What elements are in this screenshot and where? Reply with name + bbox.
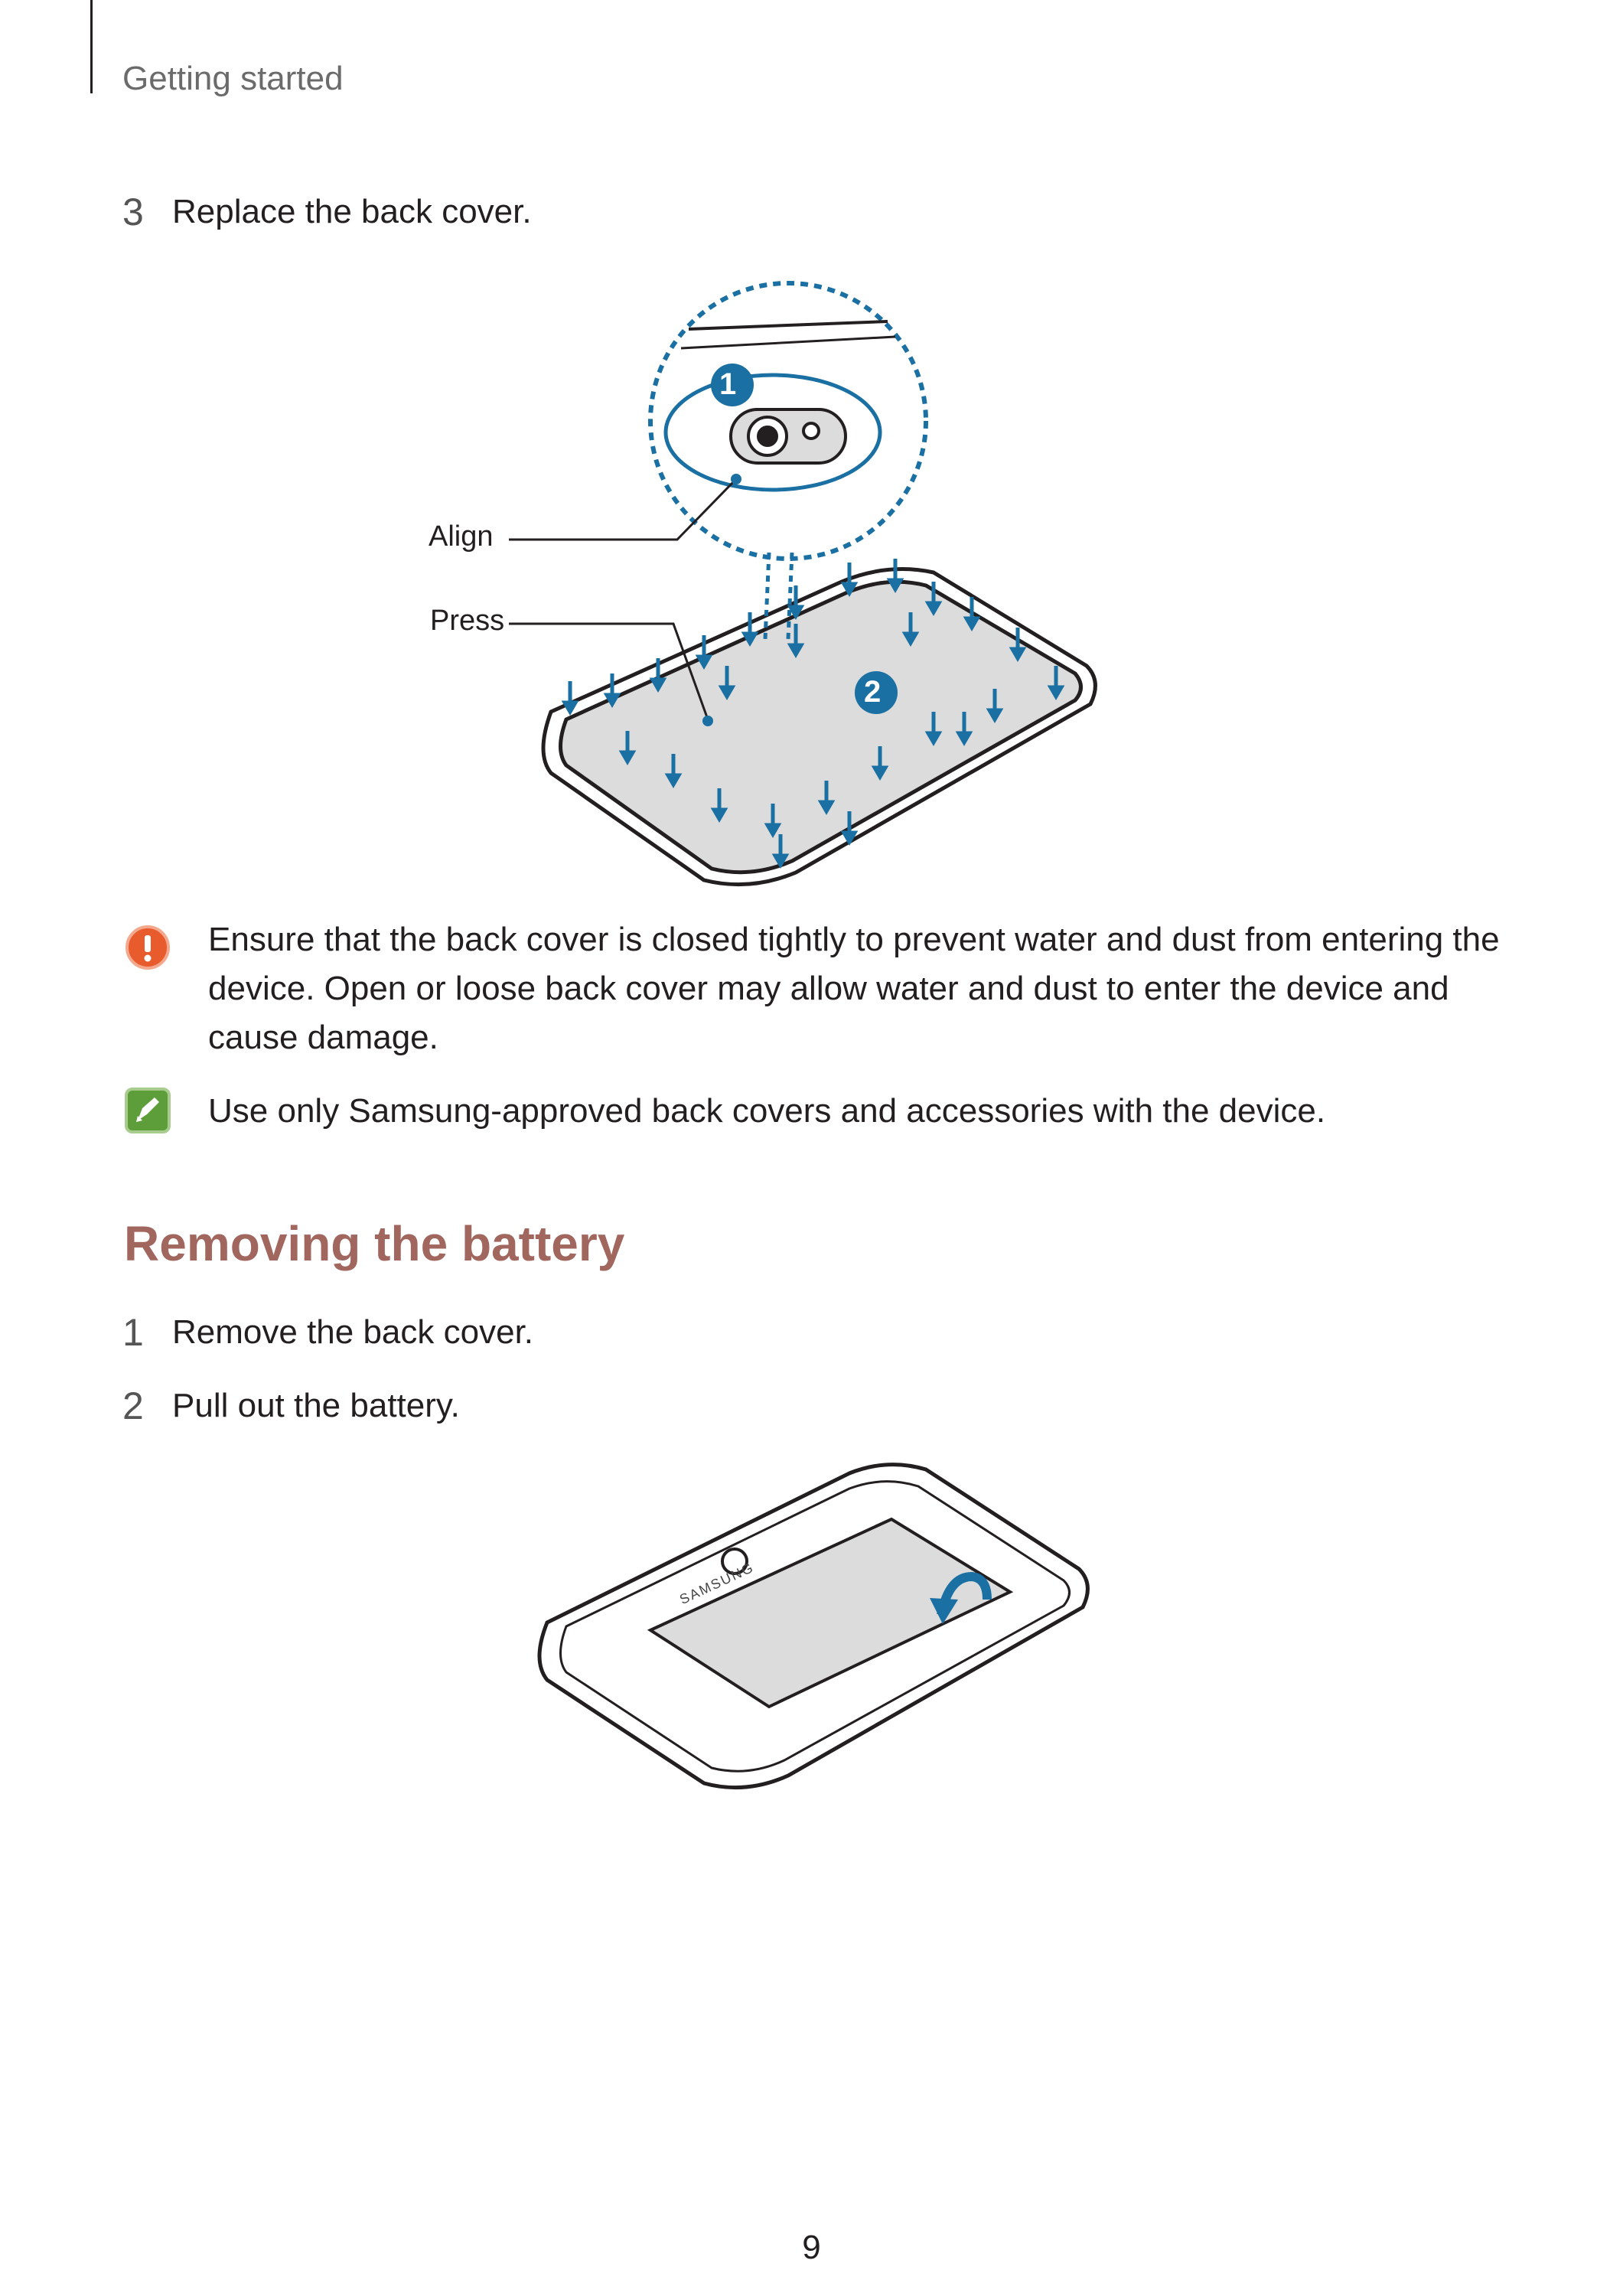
press-leader — [509, 622, 709, 720]
section-title: Removing the battery — [124, 1216, 625, 1271]
info-note: Use only Samsung-approved back covers an… — [208, 1092, 1326, 1130]
caution-note: Ensure that the back cover is closed tig… — [208, 921, 1500, 1056]
header-rule — [90, 0, 93, 93]
step-text: Remove the back cover. — [172, 1313, 534, 1351]
label-align: Align — [429, 520, 494, 553]
step-number: 1 — [122, 1311, 144, 1354]
note-icon — [125, 1088, 171, 1133]
battery — [647, 1517, 1014, 1709]
lift-arrow — [937, 1571, 992, 1616]
step-number: 2 — [122, 1384, 144, 1427]
camera-module — [729, 408, 847, 465]
page-number: 9 — [802, 2229, 821, 2266]
callout-2: 2 — [864, 675, 882, 709]
page-header: Getting started — [122, 60, 344, 97]
callout-1-badge — [711, 364, 754, 406]
callout-1: 1 — [719, 367, 737, 401]
step-text: Pull out the battery. — [172, 1387, 460, 1424]
callout-2-badge — [855, 671, 898, 714]
press-arrows — [561, 559, 1065, 869]
label-press: Press — [430, 605, 505, 637]
align-leader — [509, 479, 736, 541]
step-text: Replace the back cover. — [172, 193, 532, 230]
step-number: 3 — [122, 191, 144, 233]
caution-icon — [125, 925, 170, 970]
